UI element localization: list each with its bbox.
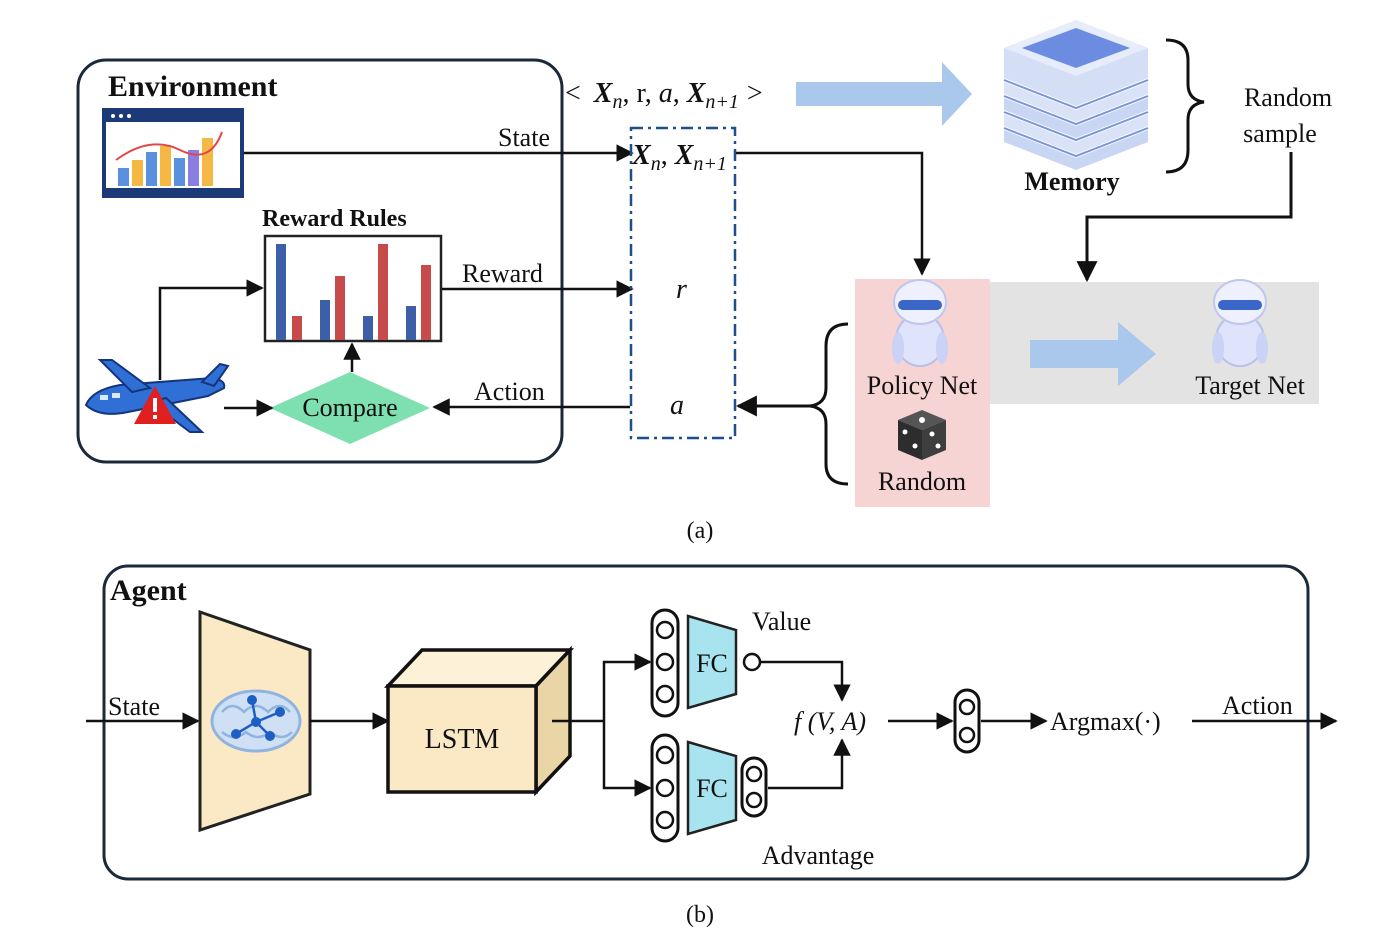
compare-diamond bbox=[270, 372, 430, 444]
policy-random-brace bbox=[809, 322, 849, 486]
advantage-output-neurons bbox=[740, 756, 768, 818]
fc-advantage-trapezoid bbox=[686, 740, 738, 836]
agent-box bbox=[102, 564, 1310, 881]
action-label-b: Action bbox=[1222, 691, 1293, 720]
policy-to-target-arrow bbox=[1030, 322, 1156, 386]
lstm-cube bbox=[383, 645, 575, 797]
caption-a: (a) bbox=[687, 518, 714, 544]
to-value-stream-arrow bbox=[602, 653, 652, 721]
fc-value-label: FC bbox=[696, 649, 728, 678]
buffer-reward-text: r bbox=[676, 274, 687, 305]
dice-icon bbox=[898, 410, 946, 460]
buffer-action-text: a bbox=[670, 390, 684, 421]
plane-to-reward-arrow bbox=[158, 279, 264, 380]
q-output-neurons bbox=[953, 688, 981, 754]
memory-brace bbox=[1165, 38, 1205, 174]
airplane-warning-icon bbox=[84, 359, 230, 433]
transition-buffer-box bbox=[629, 126, 737, 440]
state-label-b: State bbox=[108, 692, 160, 721]
memory-stack-icon bbox=[1003, 20, 1149, 170]
value-to-func-arrow bbox=[760, 660, 851, 702]
state-label-a: State bbox=[498, 123, 550, 152]
random-label: Random bbox=[878, 467, 966, 496]
panel-b: Agent State LSTM bbox=[86, 564, 1338, 928]
func-label: f (V, A) bbox=[794, 707, 866, 736]
buffer-state-text: Xn, Xn+1 bbox=[631, 140, 727, 175]
random-sample-line2: sample bbox=[1243, 119, 1317, 148]
to-memory-arrow bbox=[796, 62, 972, 126]
argmax-label: Argmax(·) bbox=[1050, 707, 1161, 736]
environment-box bbox=[76, 58, 564, 464]
random-sample-line1: Random bbox=[1244, 83, 1332, 112]
sample-to-target-arrow bbox=[1076, 152, 1293, 283]
advantage-to-func-arrow bbox=[768, 738, 851, 790]
target-net-robot-icon bbox=[1212, 279, 1268, 367]
fc-advantage-label: FC bbox=[696, 774, 728, 803]
action-label-a: Action bbox=[474, 377, 545, 406]
transition-tuple: < Xn, r, a, Xn+1> bbox=[565, 78, 763, 113]
buffer-to-policy-arrow bbox=[736, 151, 931, 276]
dashboard-chart-icon bbox=[102, 108, 244, 198]
advantage-stream-neurons bbox=[650, 733, 680, 843]
reward-rules-title: Reward Rules bbox=[262, 206, 407, 232]
agent-title: Agent bbox=[110, 574, 187, 607]
svg-text:< Xn, r, a, Xn+1>: < Xn, r, a, Xn+1> bbox=[565, 78, 763, 113]
target-net-label: Target Net bbox=[1195, 371, 1305, 400]
reward-label: Reward bbox=[462, 259, 543, 288]
lstm-label: LSTM bbox=[425, 724, 500, 755]
policy-net-robot-icon bbox=[892, 279, 948, 367]
advantage-label: Advantage bbox=[762, 841, 875, 870]
panel-a: Environment Reward Rules bbox=[76, 20, 1332, 544]
value-output-neuron bbox=[742, 652, 762, 672]
reward-rules-chart bbox=[263, 234, 443, 343]
policy-net-label: Policy Net bbox=[867, 371, 978, 400]
fc-value-trapezoid bbox=[686, 614, 738, 710]
to-advantage-stream-arrow bbox=[602, 721, 652, 797]
compare-label: Compare bbox=[302, 393, 397, 422]
memory-label: Memory bbox=[1024, 167, 1119, 196]
value-stream-neurons bbox=[650, 608, 680, 718]
brain-network-icon bbox=[210, 689, 302, 753]
environment-title: Environment bbox=[108, 70, 277, 103]
caption-b: (b) bbox=[686, 902, 714, 928]
value-label: Value bbox=[752, 607, 811, 636]
